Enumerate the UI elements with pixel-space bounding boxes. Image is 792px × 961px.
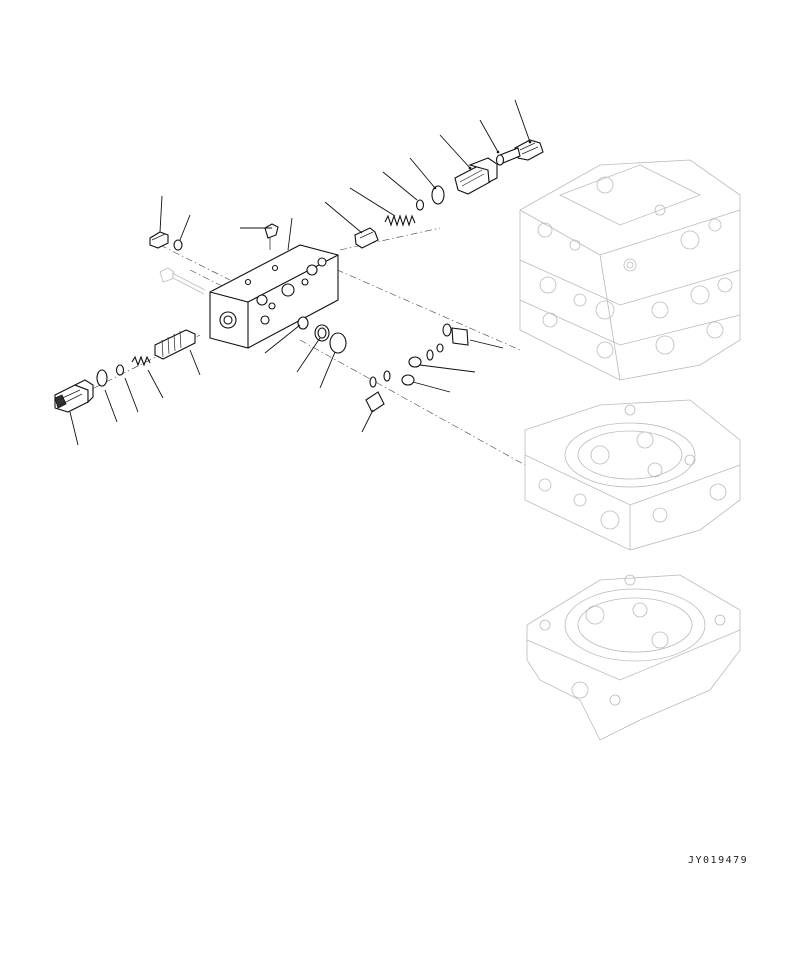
valve-section-upper (519, 159, 741, 381)
seal-ring-large-icon (329, 332, 347, 354)
left-relief-fitting-icon (54, 379, 94, 413)
o-ring-small-icon (495, 154, 505, 166)
left-plug-icon (149, 231, 169, 249)
bolt-icon (159, 267, 206, 295)
valve-section-middle (524, 399, 741, 551)
upper-fitting-train (354, 139, 544, 249)
check-valve-lower-icon (401, 343, 444, 386)
valve-section-lower (526, 574, 741, 741)
ring-icon (415, 199, 425, 211)
left-o-ring-large-icon (96, 369, 108, 387)
valve-block-body (209, 244, 339, 349)
callout-leaders (69, 99, 531, 446)
leader-dots (433, 140, 532, 190)
plug-fitting-icon (454, 157, 498, 195)
connector-fitting-icon (499, 139, 544, 164)
spool-icon (154, 329, 196, 360)
seal-ring-thick-icon (314, 324, 330, 342)
figure-code: JY019479 (688, 855, 749, 866)
left-spring-icon (131, 355, 151, 367)
left-o-ring-icon (173, 239, 183, 251)
o-ring-icon (431, 185, 445, 205)
poppet-icon (354, 227, 379, 249)
spring-icon (384, 214, 416, 227)
left-ring-icon (115, 364, 125, 376)
check-valve-upper-icon (442, 323, 469, 346)
pin-pair-icon (365, 370, 391, 413)
set-screw-icon (264, 223, 279, 250)
check-valve-middle-icon (408, 349, 434, 368)
seal-ring-small-icon (297, 316, 309, 330)
